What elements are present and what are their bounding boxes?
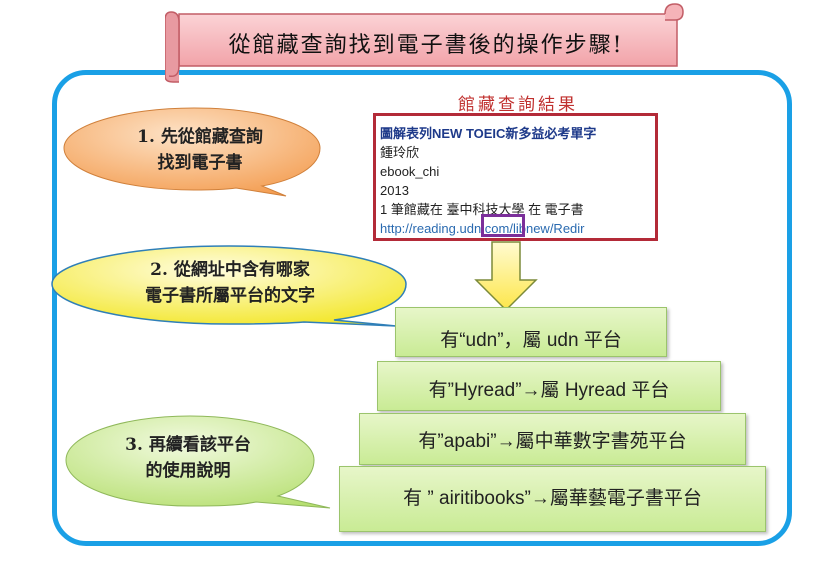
step3-text: 3. 再續看該平台 的使用說明 <box>78 432 298 484</box>
scroll-banner <box>165 3 684 83</box>
result-collection: ebook_chi <box>380 164 440 179</box>
platform-box-airitibooks: 有 ” airitibooks”→屬華藝電子書平台 <box>339 466 766 532</box>
result-year: 2013 <box>380 183 409 198</box>
down-arrow-icon <box>474 241 538 312</box>
diagram-title: 從館藏查詢找到電子書後的操作步驟! <box>228 33 624 58</box>
step3-bubble <box>65 415 331 509</box>
result-book-title[interactable]: 圖解表列NEW TOEIC新多益必考單字 <box>380 126 597 141</box>
step2-bubble <box>51 245 407 327</box>
step1-line2: 找到電子書 <box>157 153 243 173</box>
step3-line2: 的使用說明 <box>145 461 231 481</box>
step3-line1: 3. 再續看該平台 <box>125 435 251 455</box>
result-heading: 館藏查詢結果 <box>458 95 578 115</box>
step1-line1: 1. 先從館藏查詢 <box>137 127 263 147</box>
result-holdings: 1 筆館藏在 臺中科技大學 在 電子書 <box>380 202 584 217</box>
search-result-card: 圖解表列NEW TOEIC新多益必考單字 鍾玲欣 ebook_chi 2013 … <box>373 113 658 241</box>
platform-box-apabi: 有”apabi”→屬中華數字書苑平台 <box>359 413 746 465</box>
platform-box-udn: 有“udn”，屬 udn 平台 <box>395 307 667 357</box>
result-author: 鍾玲欣 <box>380 145 420 160</box>
step1-bubble <box>63 107 321 197</box>
platform-box-hyread: 有”Hyread”→屬 Hyread 平台 <box>377 361 721 411</box>
step1-text: 1. 先從館藏查詢 找到電子書 <box>90 124 310 176</box>
udn-highlight-box <box>481 214 525 237</box>
step2-line1: 2. 從網址中含有哪家 <box>150 260 310 280</box>
step2-text: 2. 從網址中含有哪家 電子書所屬平台的文字 <box>70 257 390 309</box>
diagram-frame <box>52 70 792 546</box>
step2-line2: 電子書所屬平台的文字 <box>145 286 315 306</box>
